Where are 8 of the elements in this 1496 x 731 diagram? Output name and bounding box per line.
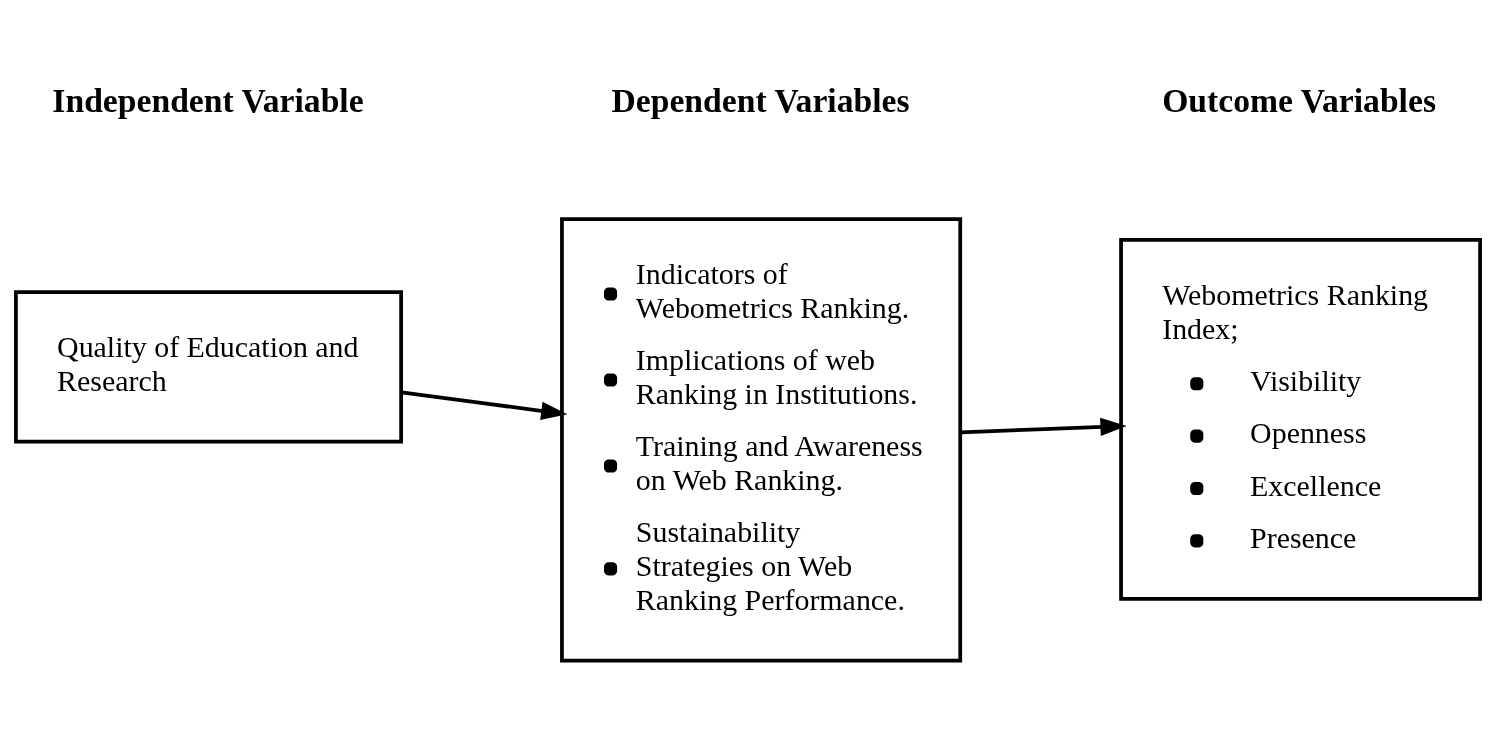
node-box: Webometrics Ranking Index; Visibility Openness Excellence Presence [1119, 237, 1482, 601]
label: Outcome Variables [1162, 81, 1436, 118]
arrow [401, 390, 568, 420]
label: Independent Variable [52, 81, 364, 118]
label: Dependent Variables [611, 81, 910, 118]
arrow [960, 417, 1127, 436]
node-box: Indicators of Webometrics Ranking. Implications of web Ranking in Institutions. Training and Awareness on Web Ranking. Sustainability Strategies on Web Ranking Performance. [560, 216, 963, 662]
node-box: Quality of Education and Research [14, 289, 403, 444]
